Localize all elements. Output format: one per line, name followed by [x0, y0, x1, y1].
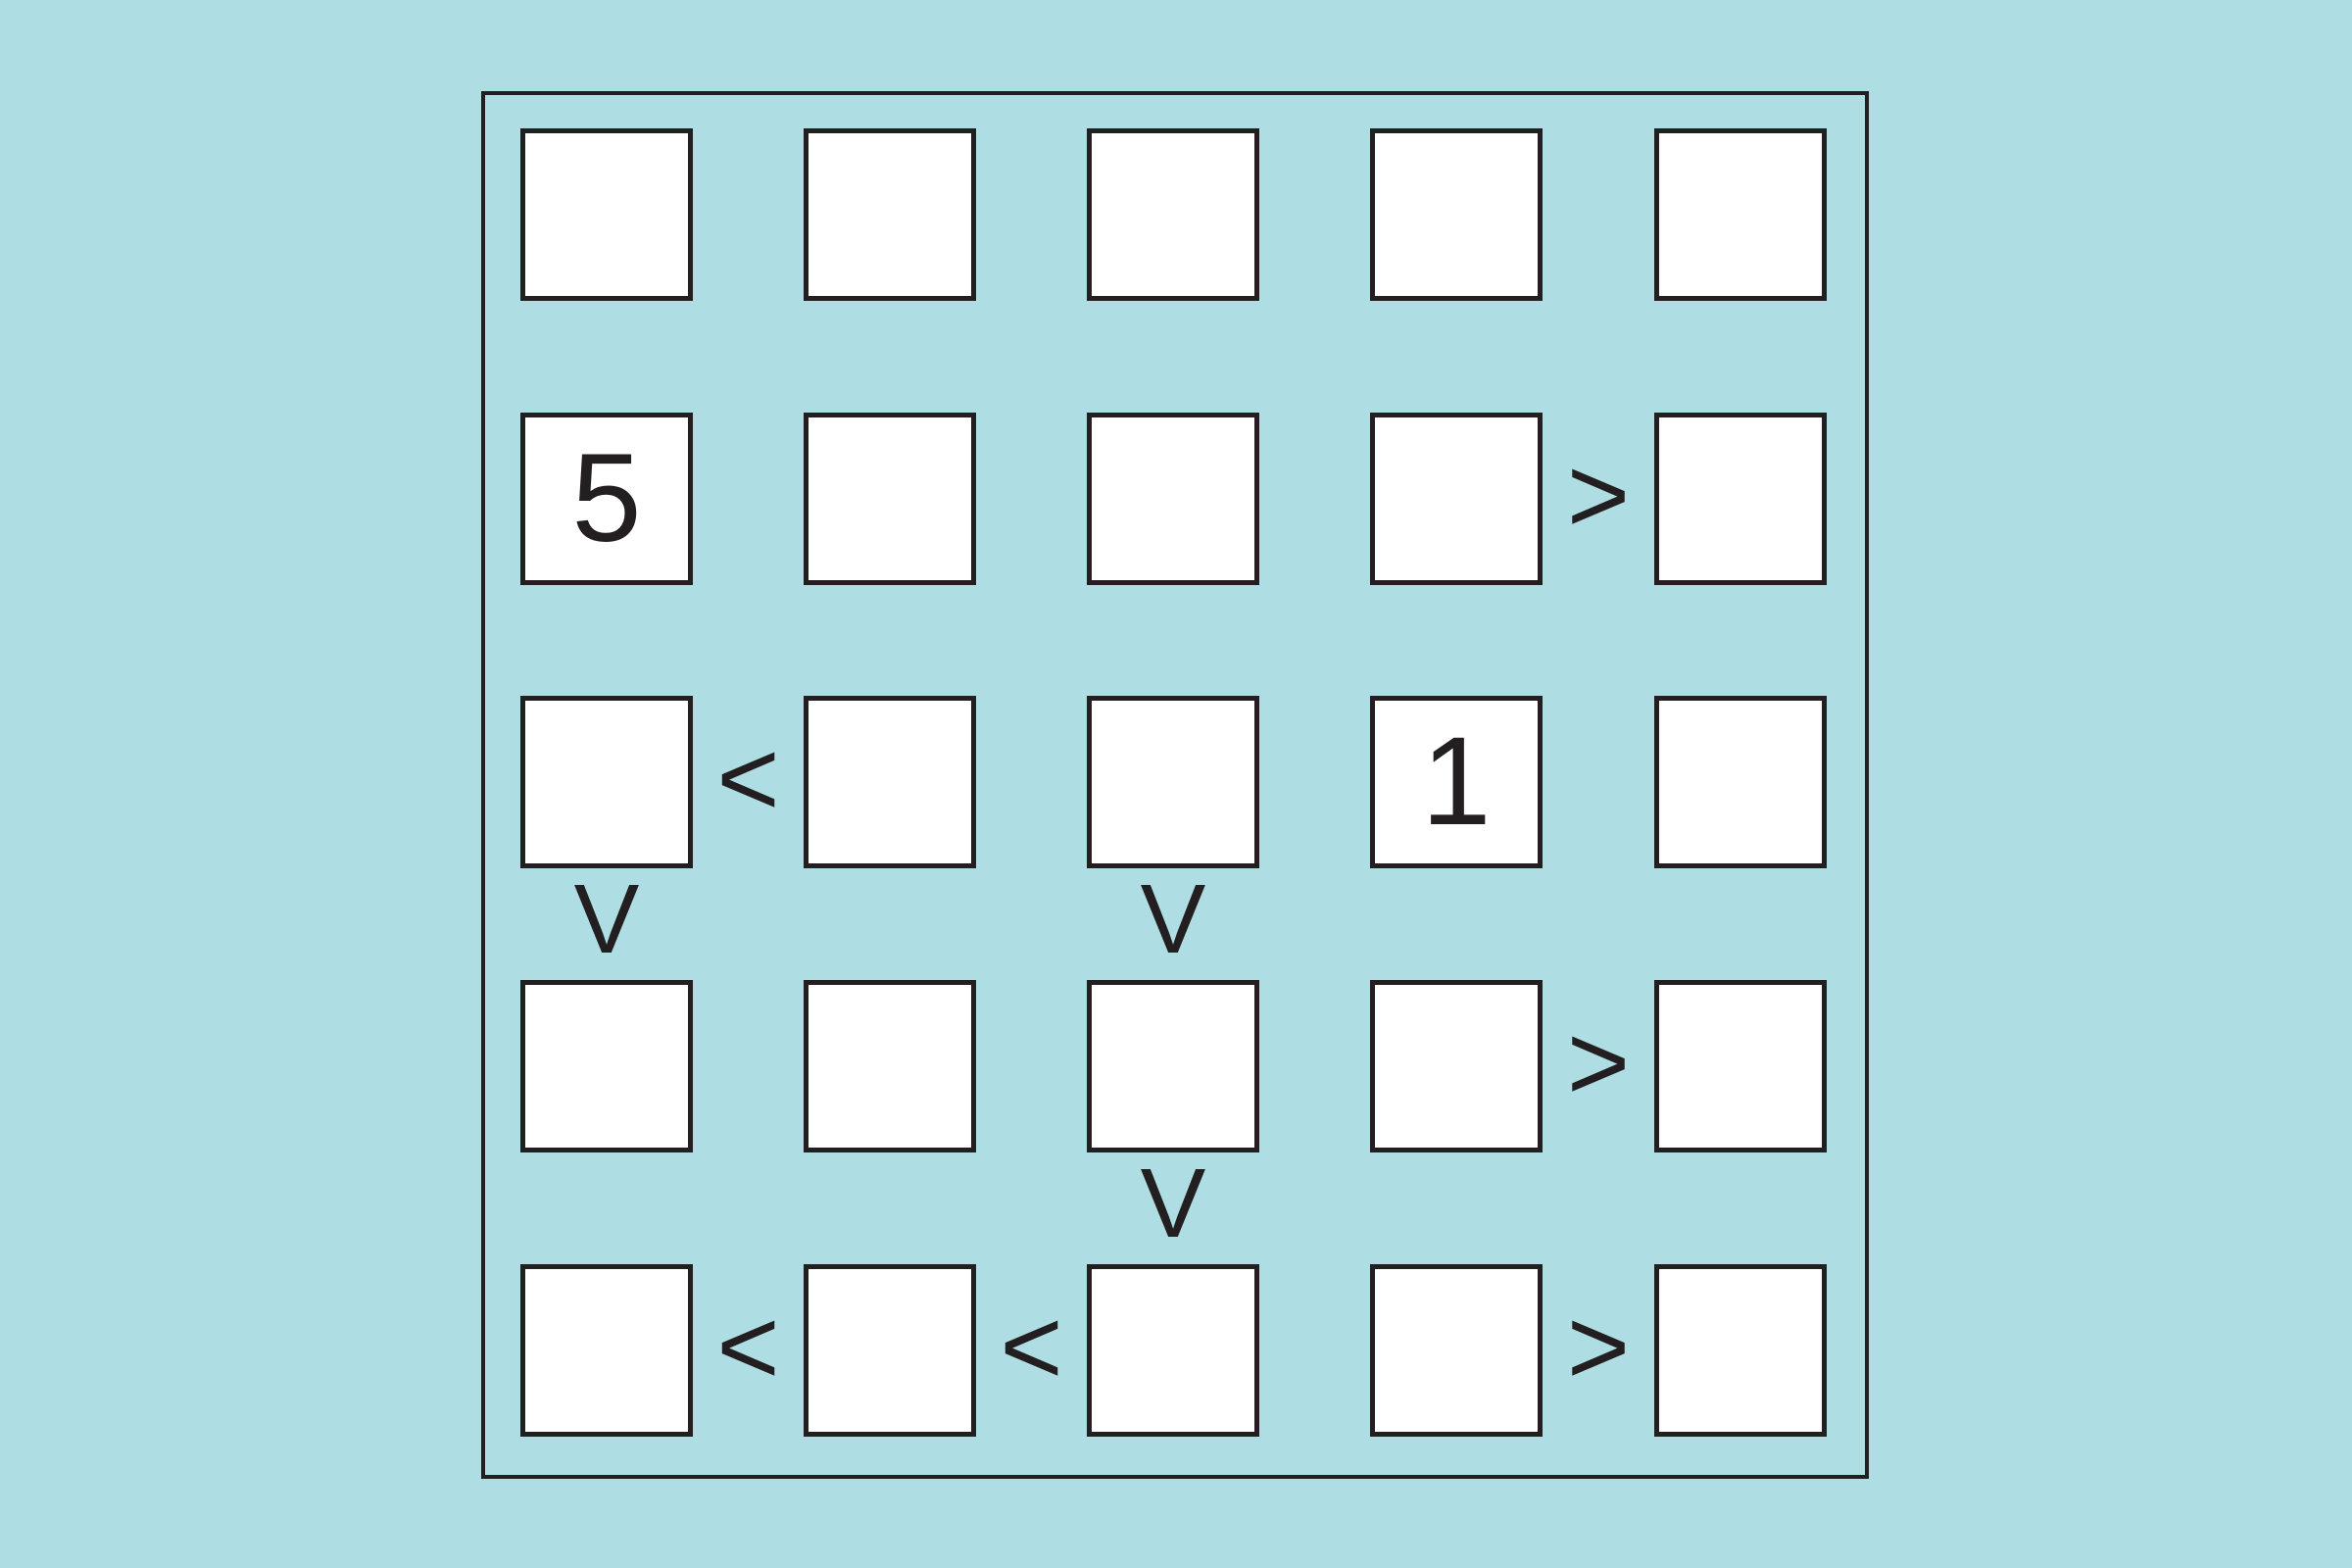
cell-r5-c2[interactable]	[804, 1264, 976, 1437]
cell-r3-c5[interactable]	[1654, 696, 1827, 868]
cell-r5-c4[interactable]	[1370, 1264, 1543, 1437]
cell-r2-c3[interactable]	[1087, 413, 1259, 585]
less-than-sign: <	[716, 718, 780, 839]
cell-r2-c4[interactable]	[1370, 413, 1543, 585]
cell-r2-c1[interactable]: 5	[520, 413, 693, 585]
cell-r4-c4[interactable]	[1370, 980, 1543, 1152]
puzzle-frame	[481, 91, 1869, 1479]
cell-r1-c2[interactable]	[804, 128, 976, 301]
greater-than-sign: >	[1566, 435, 1631, 556]
cell-r1-c5[interactable]	[1654, 128, 1827, 301]
greater-than-sign: >	[1566, 1003, 1631, 1123]
cell-r3-c4[interactable]: 1	[1370, 696, 1543, 868]
cell-r5-c5[interactable]	[1654, 1264, 1827, 1437]
greater-than-down-sign: V	[1140, 864, 1206, 974]
cell-r5-c1[interactable]	[520, 1264, 693, 1437]
cell-r1-c1[interactable]	[520, 128, 693, 301]
cell-r3-c3[interactable]	[1087, 696, 1259, 868]
cell-r3-c1[interactable]	[520, 696, 693, 868]
cell-r4-c5[interactable]	[1654, 980, 1827, 1152]
less-than-sign: <	[1000, 1287, 1063, 1407]
cell-r1-c3[interactable]	[1087, 128, 1259, 301]
less-than-sign: <	[716, 1287, 780, 1407]
cell-r3-c2[interactable]	[804, 696, 976, 868]
greater-than-down-sign: V	[1140, 1149, 1206, 1258]
cell-r4-c2[interactable]	[804, 980, 976, 1152]
greater-than-sign: >	[1566, 1287, 1631, 1407]
cell-r4-c1[interactable]	[520, 980, 693, 1152]
cell-r4-c3[interactable]	[1087, 980, 1259, 1152]
cell-r2-c2[interactable]	[804, 413, 976, 585]
greater-than-down-sign: V	[573, 864, 640, 974]
cell-r5-c3[interactable]	[1087, 1264, 1259, 1437]
cell-r1-c4[interactable]	[1370, 128, 1543, 301]
cell-r2-c5[interactable]	[1654, 413, 1827, 585]
